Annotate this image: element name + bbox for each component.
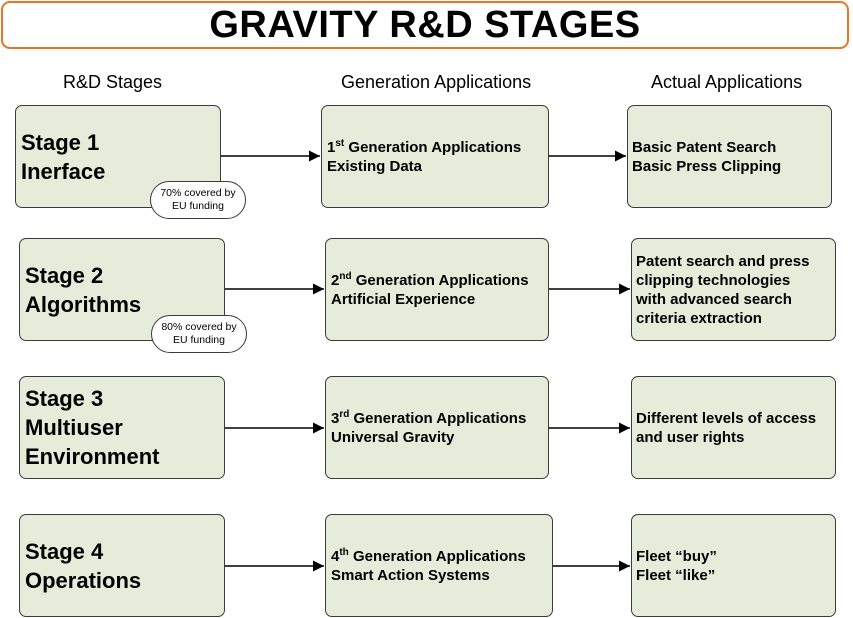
funding-text: 70% covered by	[160, 187, 236, 199]
stage-4-name: Operations	[25, 567, 142, 593]
stage-4-box: Stage 4 Operations	[19, 514, 225, 617]
funding-source: EU funding	[173, 334, 225, 346]
generation-4-box: 4th Generation Applications Smart Action…	[325, 514, 553, 617]
page-title: GRAVITY R&D STAGES	[209, 3, 641, 46]
actual-1-line: Basic Press Clipping	[632, 157, 782, 175]
actual-3-line: and user rights	[636, 428, 745, 446]
header-rd-stages: R&D Stages	[63, 72, 163, 92]
generation-3-box: 3rd Generation Applications Universal Gr…	[325, 376, 549, 479]
generation-1-name: Existing Data	[327, 157, 423, 175]
stage-2-label: Stage 2	[25, 262, 104, 288]
stage-1-label: Stage 1	[21, 129, 100, 155]
stage-3-name: Multiuser	[25, 415, 123, 440]
actual-applications-2-box: Patent search and press clipping technol…	[631, 238, 836, 341]
stage-3-box: Stage 3 Multiuser Environment	[19, 376, 225, 479]
stage-4-label: Stage 4	[25, 538, 104, 564]
header-generation-applications: Generation Applications	[341, 72, 532, 92]
actual-2-line: with advanced search	[636, 290, 792, 308]
title-banner: GRAVITY R&D STAGES	[1, 1, 849, 49]
stage-1-box: Stage 1 Inerface	[15, 105, 221, 208]
actual-applications-3-box: Different levels of access and user righ…	[631, 376, 836, 479]
actual-4-line: Fleet “like”	[636, 566, 716, 584]
funding-badge-stage-1: 70% covered by EU funding	[150, 181, 246, 219]
stage-2-name: Algorithms	[25, 291, 142, 317]
actual-1-line: Basic Patent Search	[632, 138, 777, 156]
generation-2-name: Artificial Experience	[331, 290, 476, 308]
generation-4-name: Smart Action Systems	[331, 566, 490, 584]
actual-2-line: criteria extraction	[636, 309, 762, 327]
funding-source: EU funding	[172, 200, 224, 212]
stage-1-name: Inerface	[21, 158, 106, 184]
stage-3-name-cont: Environment	[25, 444, 160, 469]
funding-badge-stage-2: 80% covered by EU funding	[151, 315, 247, 353]
generation-1-title: 1st Generation Applications	[327, 137, 522, 156]
actual-2-line: Patent search and press	[636, 252, 810, 270]
generation-3-name: Universal Gravity	[331, 428, 455, 446]
generation-3-title: 3rd Generation Applications	[331, 408, 527, 427]
actual-2-line: clipping technologies	[636, 271, 791, 289]
generation-4-title: 4th Generation Applications	[331, 546, 526, 565]
generation-2-title: 2nd Generation Applications	[331, 270, 529, 289]
header-actual-applications: Actual Applications	[651, 72, 803, 92]
stage-3-label: Stage 3	[25, 386, 104, 411]
actual-applications-1-box: Basic Patent Search Basic Press Clipping	[627, 105, 832, 208]
actual-3-line: Different levels of access	[636, 409, 817, 427]
actual-4-line: Fleet “buy”	[636, 547, 717, 565]
generation-2-box: 2nd Generation Applications Artificial E…	[325, 238, 549, 341]
actual-applications-4-box: Fleet “buy” Fleet “like”	[631, 514, 836, 617]
generation-1-box: 1st Generation Applications Existing Dat…	[321, 105, 549, 208]
funding-text: 80% covered by	[161, 321, 237, 333]
